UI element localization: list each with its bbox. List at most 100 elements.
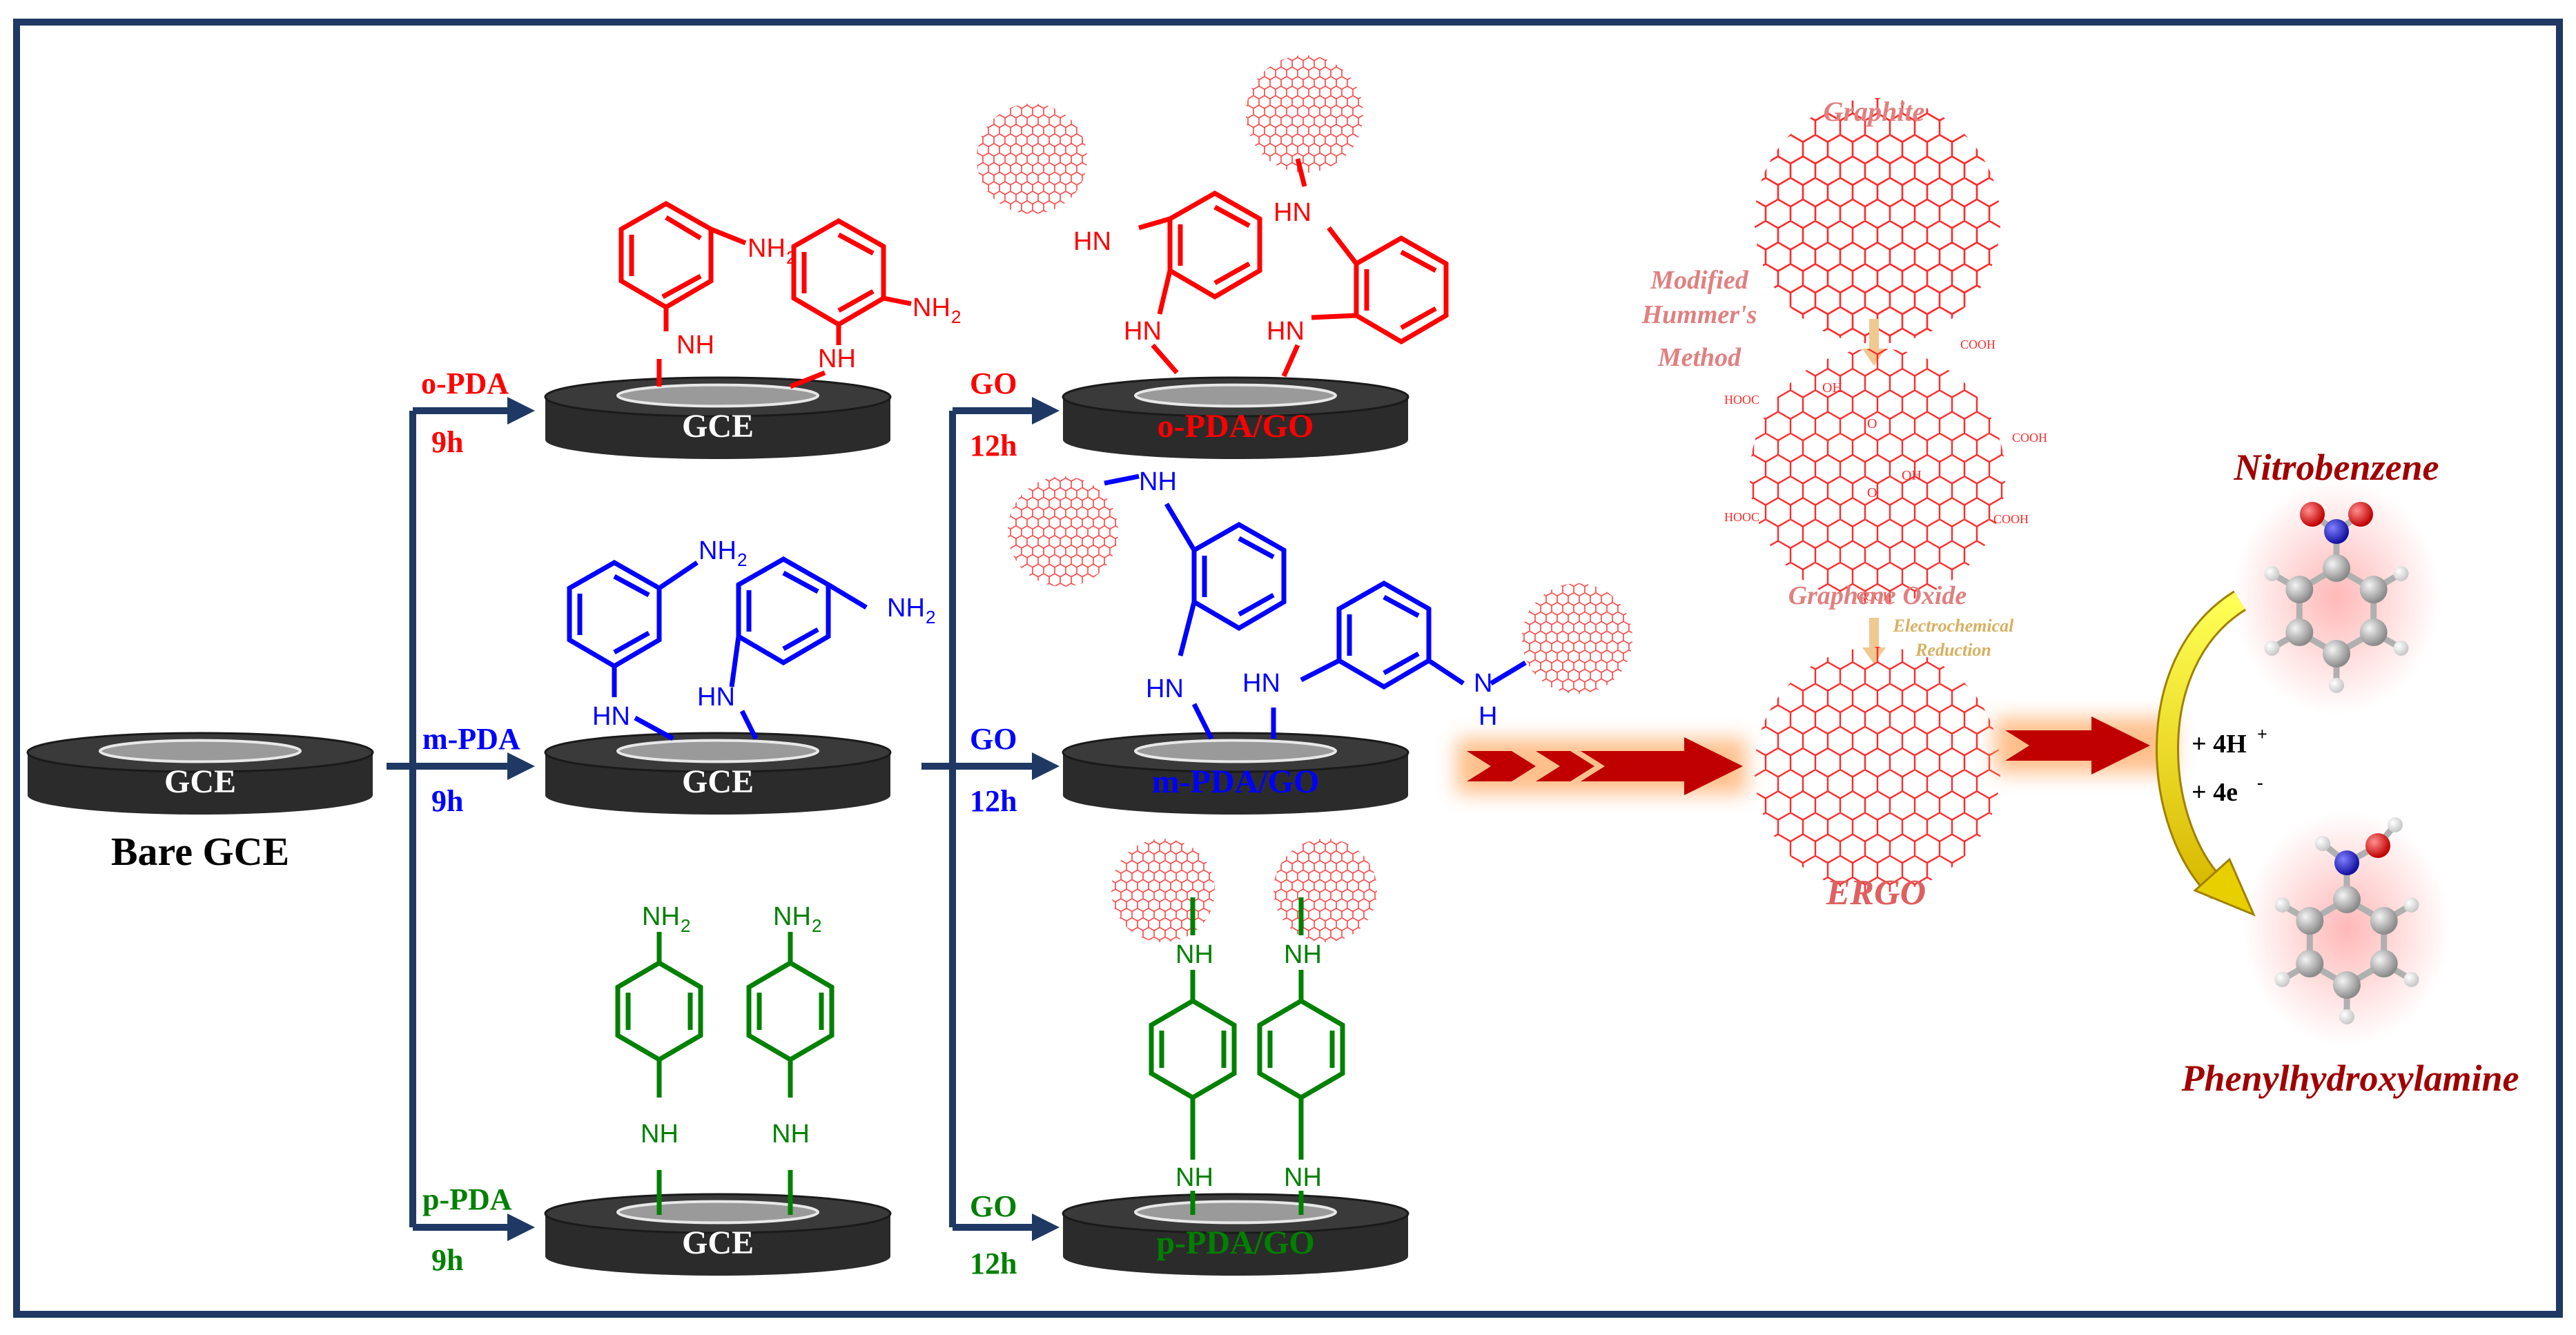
go-cooh-3: COOH [1993,512,2029,526]
m-pda-go-n: N [1474,669,1492,698]
graphite-sheet [1755,98,2000,344]
go-o-1: O [1867,416,1877,431]
step-label-o-time: 9h [431,425,463,459]
graphene-oxide-sheet [1750,349,2005,604]
outer-frame [13,19,2563,1318]
electrode-bare: GCE [26,732,374,815]
go-flake [977,104,1087,214]
step-label-p-time: 9h [431,1243,463,1277]
protons-label: + 4H [2192,730,2247,759]
m-pda-go-hn-a: HN [1146,674,1184,703]
step-label-go-p-time: 12h [970,1247,1017,1280]
m-pda-go-molecules [1104,474,1527,740]
m-pda-go-hn-b: HN [1242,669,1280,698]
electrode-o-pda-go: o-PDA/GO [1062,376,1409,459]
go-cooh-2: COOH [2012,431,2047,445]
go-hooc-2: HOOC [1724,510,1759,524]
down-arrow-2 [1869,618,1879,651]
o-pda-nh2-b: NH [913,293,950,322]
bare-gce-caption: Bare GCE [111,829,289,874]
electrode-label-o-pda: GCE [682,408,754,445]
m-pda-nh2-b: NH [887,594,925,623]
reduction-label-1: Electrochemical [1893,616,2015,636]
reduction-label-2: Reduction [1915,640,1991,660]
electrons-sup: - [2257,772,2263,792]
electrode-label-bare: GCE [164,763,236,800]
o-pda-go-hn-b: HN [1124,317,1162,346]
go-oh-2: OH [1902,468,1922,483]
protons-sup: + [2257,724,2267,744]
o-pda-nh-b: NH [818,344,856,373]
go-hooc-1: HOOC [1724,393,1759,407]
go-cooh-4: COOH [1857,589,1892,603]
m-pda-hn-a: HN [592,702,630,731]
step-label-m-time: 9h [431,784,463,818]
m-pda-go-nh-top: NH [1139,467,1177,496]
p-pda-nh2-b-sub: 2 [812,915,821,936]
electrode-label-m-pda-go: m-PDA/GO [1152,763,1320,800]
go-o-2: O [1867,485,1877,500]
o-pda-go-hn-c: HN [1274,198,1311,227]
go-flake [1111,839,1215,942]
ergo-label: ERGO [1826,873,1926,913]
step-label-m-reagent: m-PDA [422,722,520,756]
go-cooh-1: COOH [1960,338,1996,351]
p-pda-nh2-a: NH [642,902,680,931]
electrode-p-pda: GCE [544,1193,892,1276]
p-pda-nh-a: NH [641,1120,679,1149]
o-pda-nh-a: NH [676,331,714,360]
p-pda-nh2-a-sub: 2 [681,915,690,936]
nitrobenzene-molecule-icon [2233,480,2440,714]
m-pda-nh2-a-sub: 2 [737,549,747,570]
step-label-p-reagent: p-PDA [422,1182,512,1216]
p-pda-nh-b: NH [772,1120,810,1149]
graphene-oxide-label: Graphene Oxide [1788,581,1967,610]
p-pda-go-nh-b1: NH [1284,940,1322,969]
electrode-label-m-pda: GCE [682,763,754,800]
o-pda-go-hn-a: HN [1073,227,1111,256]
go-flake [1522,583,1632,694]
reaction-arrowhead [2193,857,2256,917]
o-pda-nh2-a: NH [748,234,786,263]
ergo-sheet [1755,647,2000,893]
m-pda-molecules [567,556,868,741]
step-label-go-m-reagent: GO [970,722,1017,756]
reaction-curved-arrow-fill [2158,592,2245,898]
electrode-label-o-pda-go: o-PDA/GO [1158,408,1314,445]
go-flake [1246,55,1363,173]
go-flake [1274,839,1377,942]
m-pda-hn-b: HN [697,683,735,712]
p-pda-go-nh-a2: NH [1175,1163,1213,1192]
step-label-go-p-reagent: GO [970,1189,1017,1223]
electrode-m-pda: GCE [544,732,892,815]
phenylhydroxylamine-molecule-icon [2243,811,2450,1046]
o-pda-nh2-b-sub: 2 [951,306,961,327]
p-pda-go-nh-a1: NH [1175,940,1213,969]
phenylhydroxylamine-label: Phenylhydroxylamine [2181,1058,2519,1099]
step-label-go-m-time: 12h [970,784,1017,818]
step-label-o-reagent: o-PDA [421,367,509,400]
m-pda-go-h: H [1479,702,1497,731]
electrode-label-p-pda-go: p-PDA/GO [1156,1225,1314,1261]
electrode-label-p-pda: GCE [682,1225,754,1261]
o-pda-go-molecules [1138,158,1449,378]
m-pda-nh2-a: NH [699,536,736,565]
method-label-1: Modified [1650,266,1748,295]
p-pda-nh2-b: NH [773,902,811,931]
p-pda-molecules [615,932,835,1215]
electrode-o-pda: GCE [544,376,892,459]
step-label-go-o-time: 12h [970,429,1017,462]
p-pda-go-nh-b2: NH [1284,1163,1322,1192]
o-pda-go-hn-d: HN [1267,317,1305,346]
down-arrow-1 [1869,319,1879,352]
o-pda-molecules [618,200,912,389]
m-pda-nh2-b-sub: 2 [926,607,935,627]
electrons-label: + 4e [2192,778,2238,807]
electrode-p-pda-go: p-PDA/GO [1062,1193,1409,1276]
big-red-arrows [1467,717,2150,795]
step-label-go-o-reagent: GO [970,367,1017,400]
branch-arrowheads [507,397,1060,1241]
branch-arrows [387,407,1039,1231]
p-pda-go-molecules [1149,897,1345,1215]
